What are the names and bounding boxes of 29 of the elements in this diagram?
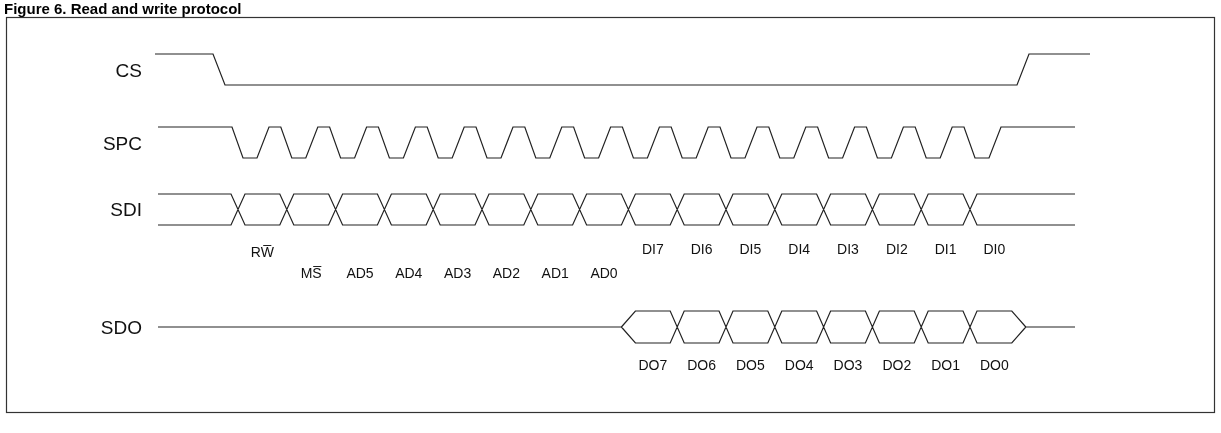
bit-label: DI5 xyxy=(739,242,762,256)
signal-name: SPC xyxy=(102,133,142,153)
signal-name: SDI xyxy=(110,199,142,219)
bit-label: DI2 xyxy=(885,242,908,256)
bit-label: DI7 xyxy=(641,242,664,256)
bit-label: AD1 xyxy=(541,266,569,280)
signal-name: SDO xyxy=(100,317,142,337)
bit-label: DO3 xyxy=(833,358,863,372)
bit-label: DO4 xyxy=(784,358,814,372)
bit-label: AD3 xyxy=(443,266,472,280)
bit-label: DO6 xyxy=(687,358,716,372)
bit-label: DO2 xyxy=(882,358,912,372)
bit-label: DI6 xyxy=(690,242,713,256)
bit-label: AD4 xyxy=(395,266,423,280)
bit-label: DO1 xyxy=(931,358,960,372)
bit-label: DO5 xyxy=(736,358,765,372)
bit-label: DI1 xyxy=(934,242,957,256)
bit-label: DI0 xyxy=(983,242,1006,256)
bit-label: DI4 xyxy=(788,242,811,256)
bit-label: AD0 xyxy=(590,266,618,280)
bit-label: DO7 xyxy=(638,358,668,372)
bit-label: DO0 xyxy=(980,358,1009,372)
bit-label: AD2 xyxy=(492,266,520,280)
signal-name: CS xyxy=(115,60,142,80)
figure-title: Figure 6. Read and write protocol xyxy=(4,0,242,17)
bit-label: MS̅ xyxy=(300,266,322,280)
bit-label: DI3 xyxy=(837,242,859,256)
bit-label: RW̅ xyxy=(250,245,274,259)
bit-label: AD5 xyxy=(346,266,374,280)
